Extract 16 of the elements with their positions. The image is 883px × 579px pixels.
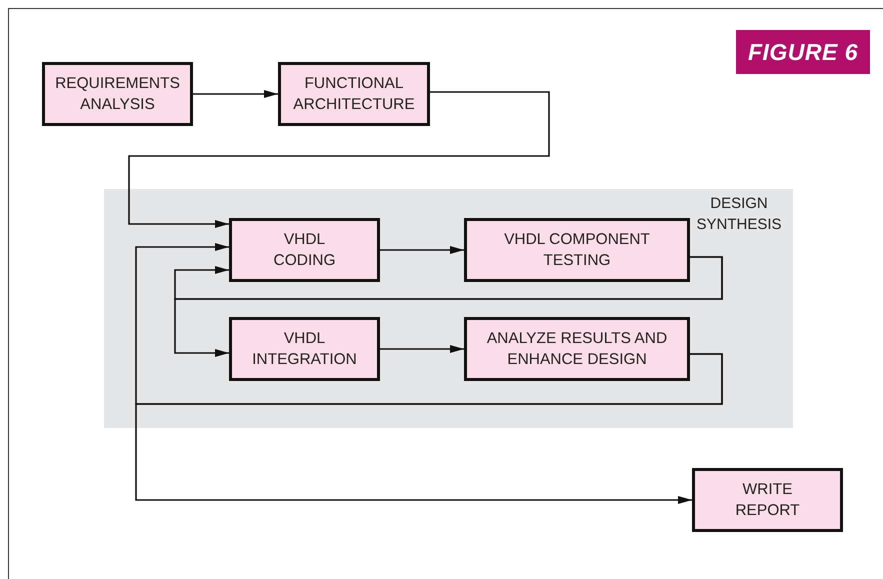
arrow xyxy=(380,246,464,254)
process-box: VHDL COMPONENT TESTING xyxy=(464,218,690,282)
process-box: REQUIREMENTS ANALYSIS xyxy=(42,62,193,126)
group-band xyxy=(104,189,793,428)
process-box: VHDL INTEGRATION xyxy=(229,317,380,381)
process-box: VHDL CODING xyxy=(229,218,380,282)
arrow xyxy=(174,256,723,357)
process-box: WRITE REPORT xyxy=(692,468,843,532)
figure-badge: FIGURE 6 xyxy=(736,30,870,74)
arrow xyxy=(135,353,723,504)
process-box: FUNCTIONAL ARCHITECTURE xyxy=(278,62,430,126)
arrow xyxy=(128,91,550,228)
group-label: DESIGN SYNTHESIS xyxy=(695,194,783,235)
arrow xyxy=(193,90,278,98)
process-box: ANALYZE RESULTS AND ENHANCE DESIGN xyxy=(464,317,690,381)
arrow xyxy=(380,345,464,353)
